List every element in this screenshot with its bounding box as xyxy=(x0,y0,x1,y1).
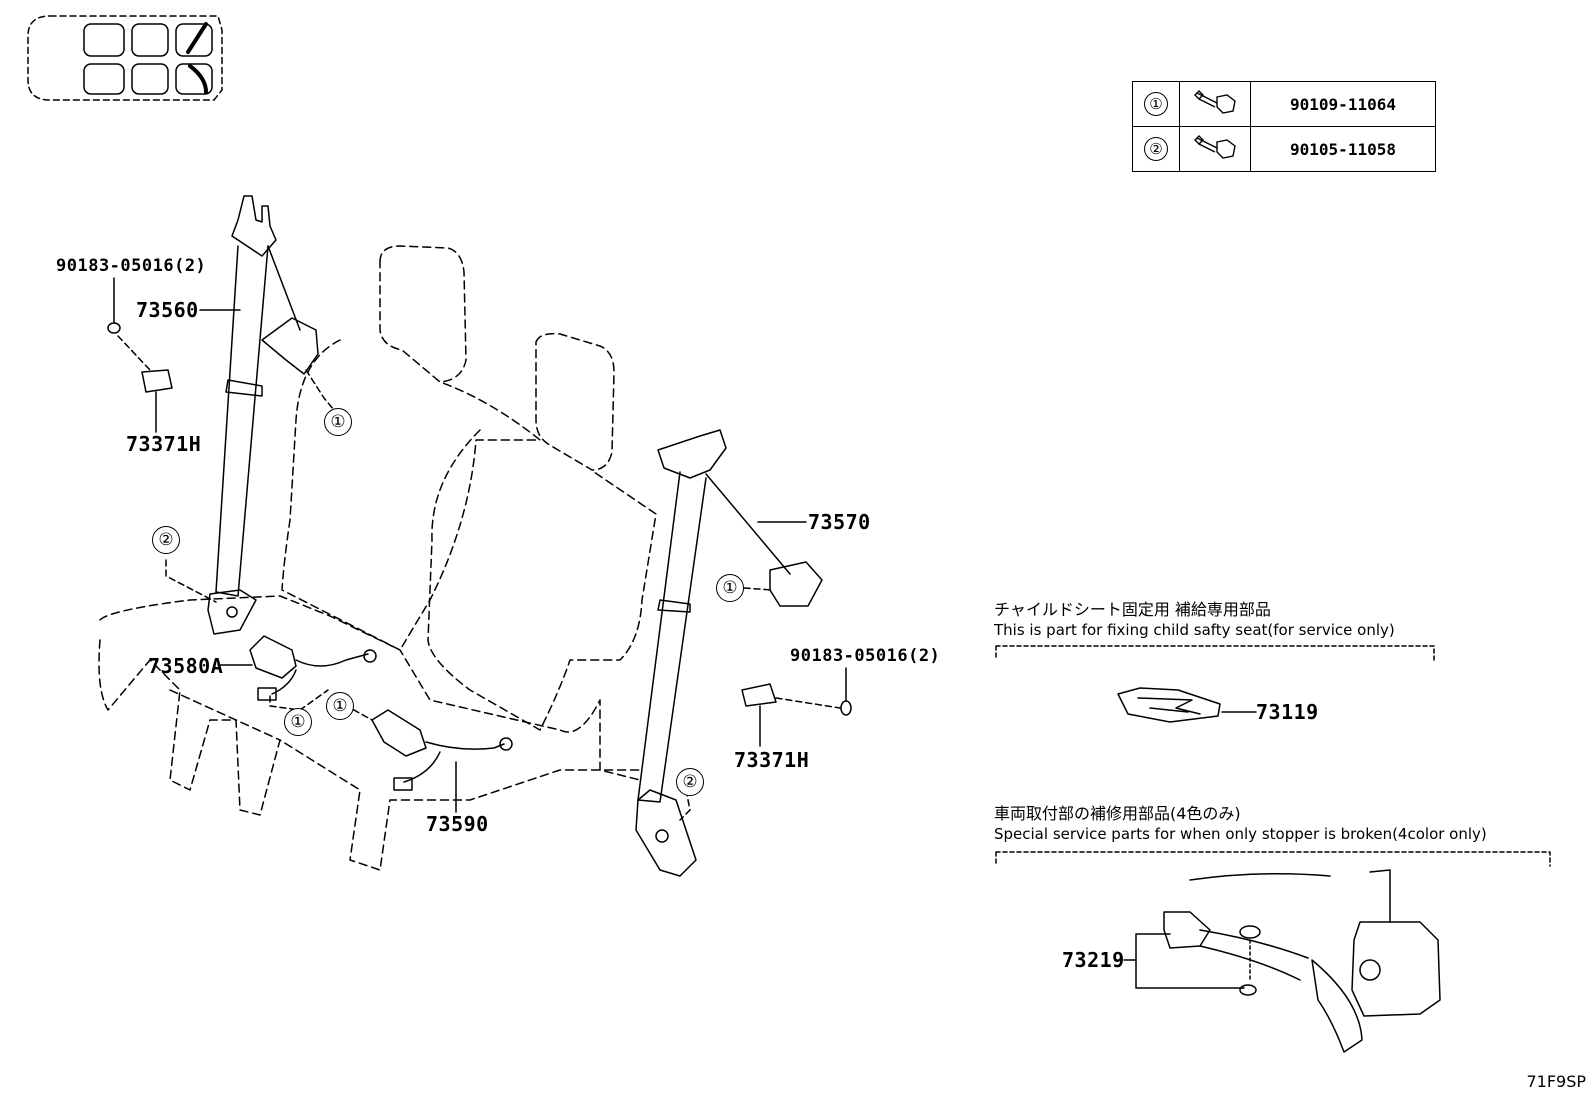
seatbelt-73570 xyxy=(635,429,823,877)
bolt-ref-2: ② xyxy=(1144,137,1168,161)
label-73560: 73560 xyxy=(136,298,199,322)
label-73119: 73119 xyxy=(1256,700,1319,724)
diagram-code: 71F9SP xyxy=(1526,1072,1586,1091)
callout-1: ① xyxy=(326,692,354,720)
bolt-row-2: ② 90105-11058 xyxy=(1132,126,1436,172)
callout-2: ② xyxy=(152,526,180,554)
callout-dash-lines xyxy=(165,369,773,821)
part-73119 xyxy=(995,645,1435,723)
seat-outline xyxy=(98,245,657,871)
bolt-icon xyxy=(1194,135,1236,159)
bolt-part-2: 90105-11058 xyxy=(1250,126,1436,172)
label-73570: 73570 xyxy=(808,510,871,534)
label-cover-right: 73371H xyxy=(734,748,810,772)
label-73590: 73590 xyxy=(426,812,489,836)
callout-1: ① xyxy=(284,708,312,736)
note-stopper-jp: 車両取付部の補修用部品(4色のみ) xyxy=(994,804,1241,823)
note-stopper-en: Special service parts for when only stop… xyxy=(994,825,1487,843)
bolt-icon xyxy=(1194,90,1236,114)
callout-1: ① xyxy=(324,408,352,436)
label-73219: 73219 xyxy=(1062,948,1125,972)
leader-lines xyxy=(113,277,1257,989)
label-cover-left: 73371H xyxy=(126,432,202,456)
callout-2: ② xyxy=(676,768,704,796)
seatbelt-73560 xyxy=(207,195,319,635)
vehicle-locator-icon xyxy=(27,15,223,101)
bolt-row-1: ① 90109-11064 xyxy=(1132,81,1436,127)
callout-1: ① xyxy=(716,574,744,602)
washer-cover-right xyxy=(741,683,852,716)
label-washer-left: 90183-05016(2) xyxy=(56,256,207,276)
bolt-reference-table: ① 90109-11064 ② 90105-11058 xyxy=(1132,81,1436,172)
bolt-part-1: 90109-11064 xyxy=(1250,81,1436,127)
buckle-73590 xyxy=(371,709,513,791)
bolt-ref-1: ① xyxy=(1144,92,1168,116)
note-child-seat-en: This is part for fixing child safty seat… xyxy=(994,621,1395,639)
buckle-73580A xyxy=(249,635,377,701)
washer-cover-left xyxy=(107,322,173,393)
part-73219 xyxy=(995,851,1551,1053)
label-73580A: 73580A xyxy=(148,654,224,678)
note-child-seat-jp: チャイルドシート固定用 補給専用部品 xyxy=(994,600,1271,619)
label-washer-right: 90183-05016(2) xyxy=(790,646,941,666)
